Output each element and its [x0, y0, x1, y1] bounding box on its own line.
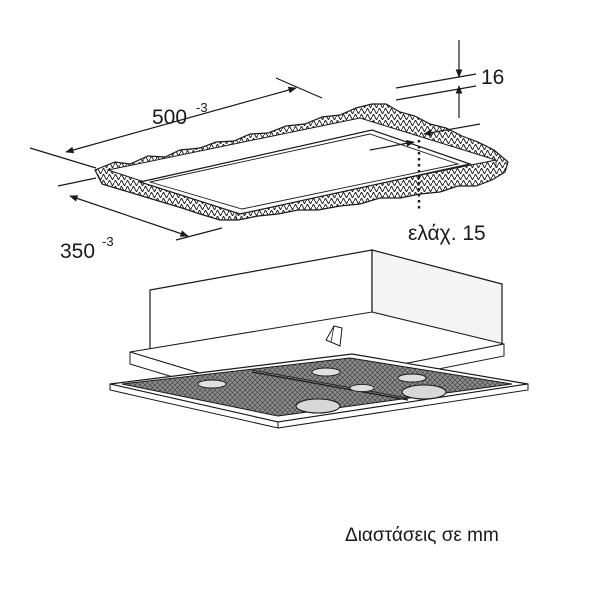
depth-tolerance: -3 — [102, 234, 114, 249]
units-caption: Διαστάσεις σε mm — [345, 525, 499, 546]
ceiling-cutout — [94, 103, 509, 221]
dimension-depth: 350 -3 — [57, 177, 223, 263]
lamp-icon — [311, 367, 341, 377]
filter-handle-icon — [295, 398, 341, 414]
depth-value: 350 — [60, 240, 95, 263]
hood-unit — [109, 249, 529, 429]
lamp-icon — [397, 373, 427, 383]
min-gap-value: ελάχ. 15 — [408, 222, 486, 245]
width-value: 500 — [152, 106, 187, 129]
dimension-thickness: 16 — [395, 40, 504, 118]
lamp-icon — [349, 384, 375, 392]
mounting-clip — [325, 325, 343, 347]
dimension-min-gap: ελάχ. 15 — [369, 123, 486, 245]
filter-handle-icon — [401, 384, 447, 400]
lamp-icon — [197, 379, 227, 389]
grease-filter-panel — [121, 357, 513, 417]
width-tolerance: -3 — [196, 100, 208, 115]
dimension-width: 500 -3 — [29, 77, 323, 169]
thickness-value: 16 — [481, 66, 504, 89]
